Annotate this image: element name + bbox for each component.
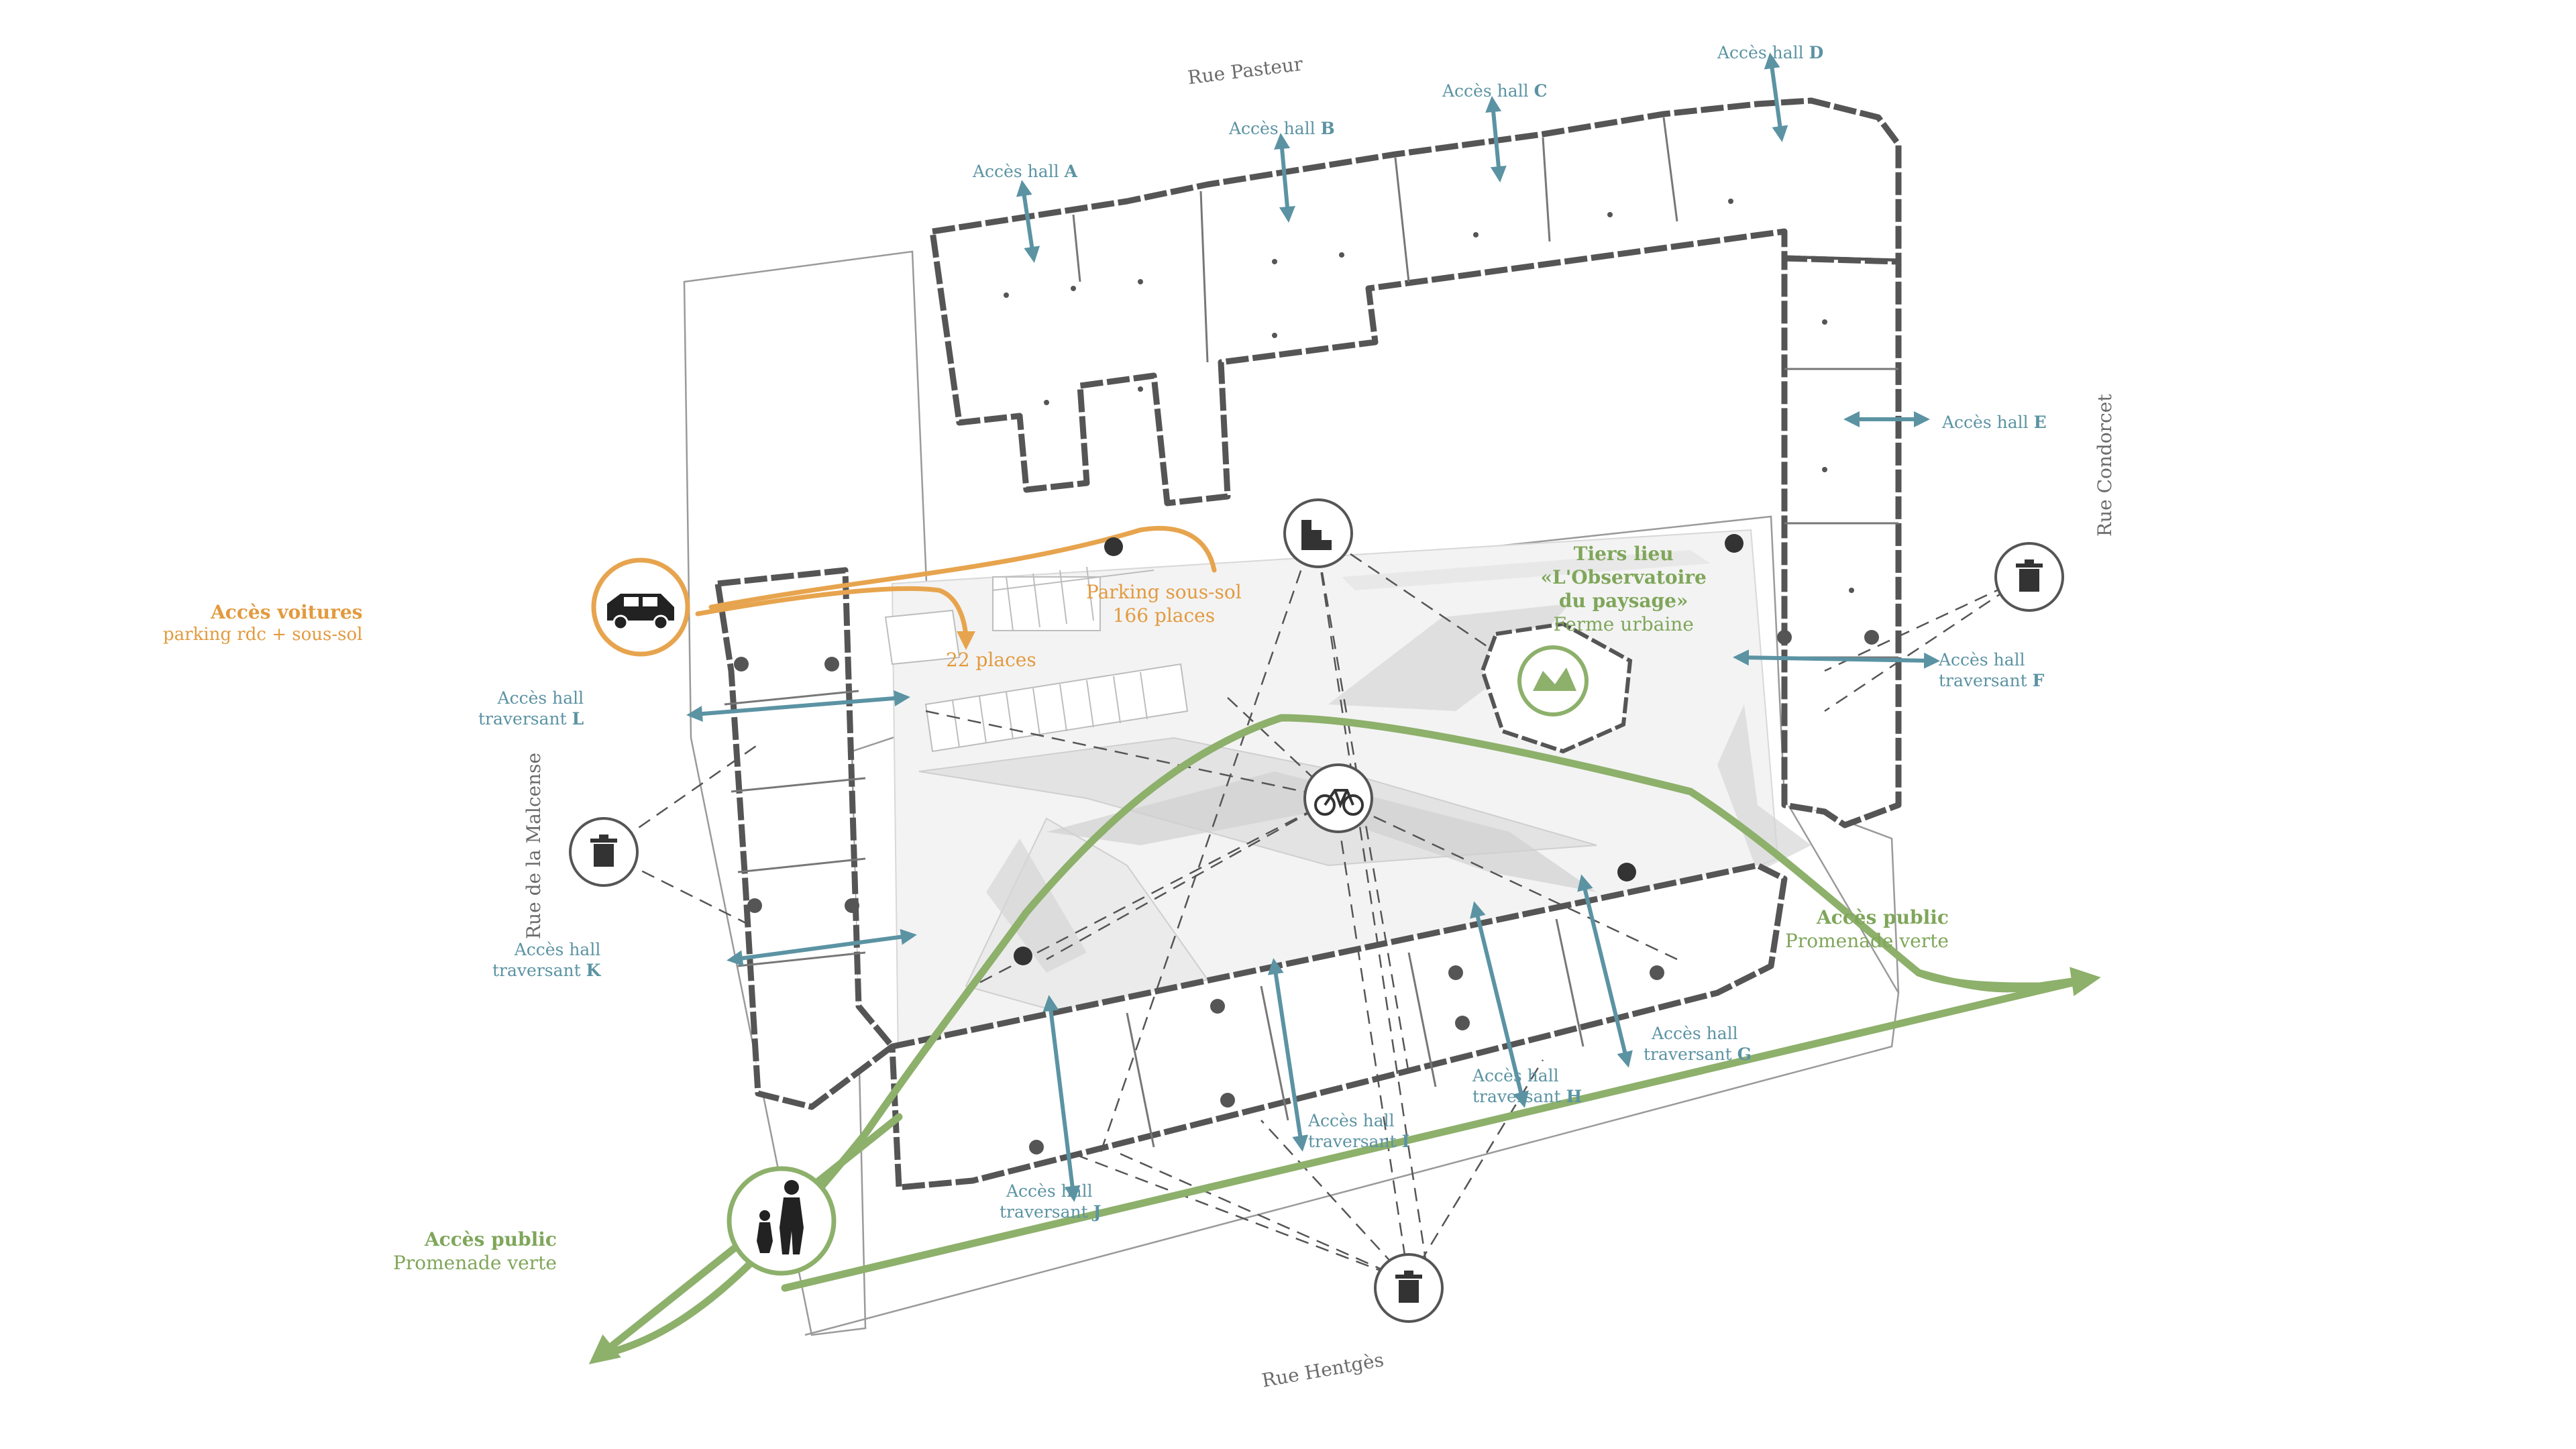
urban-farm-icon <box>1480 621 1633 754</box>
tree-markers <box>1014 534 1743 965</box>
car-route <box>695 526 1217 650</box>
hall-d-label: Accès hall D <box>1717 43 1824 62</box>
car-access-label: Accès voitures parking rdc + sous-sol <box>163 600 362 646</box>
trash-icon <box>569 817 639 887</box>
tiers-lieu-label: Tiers lieu «L'Observatoire du paysage» F… <box>1540 543 1707 635</box>
public-access-west-label: Accès public Promenade verte <box>393 1228 557 1274</box>
car-access-sub: parking rdc + sous-sol <box>163 625 363 645</box>
stair-cores <box>734 630 1879 1155</box>
car-access-title: Accès voitures <box>211 601 363 623</box>
hall-c-label: Accès hall C <box>1442 81 1548 101</box>
street-east-label: Rue Condorcet <box>2094 394 2116 537</box>
stairs-icon <box>1283 498 1353 568</box>
parking-stalls <box>884 566 1189 753</box>
hall-e-label: Accès hall E <box>1942 413 2047 432</box>
street-west-label: Rue de la Malcense <box>523 752 545 939</box>
surface-parking-label: 22 places <box>946 649 1036 671</box>
public-access-east-label: Accès public Promenade verte <box>1785 906 1949 952</box>
car-icon <box>591 557 690 657</box>
bike-icon <box>1303 763 1373 833</box>
hall-a-label: Accès hall A <box>973 162 1077 181</box>
pedestrian-icon <box>727 1166 837 1276</box>
buildings <box>714 97 1902 1191</box>
structure-dots <box>1004 199 1854 593</box>
trash-icon <box>1994 542 2064 612</box>
trash-icon <box>1374 1253 1444 1323</box>
hall-b-label: Accès hall B <box>1229 119 1335 138</box>
hall-arrows <box>686 52 1940 1202</box>
parking-label: Parking sous-sol 166 places <box>1086 581 1242 627</box>
